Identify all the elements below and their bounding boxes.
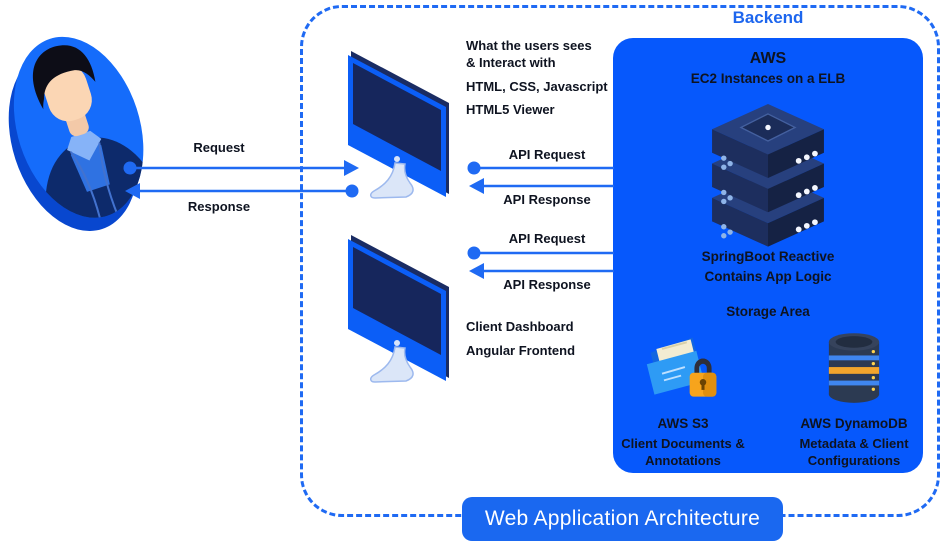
api-response-label-2: API Response [503, 277, 591, 292]
frontend-note-line1: What the users sees [466, 38, 592, 53]
api-request-label-1: API Request [508, 147, 586, 162]
frontend-viewer-label: HTML5 Viewer [466, 102, 555, 117]
response-label: Response [187, 199, 251, 214]
dynamodb-desc-line1: Metadata & Client [799, 436, 909, 451]
backend-box: AWS EC2 Instances on a ELB [613, 38, 923, 473]
frontend-stack-label: HTML, CSS, Javascript [466, 79, 608, 94]
server-stack-icon [712, 104, 824, 247]
diagram-title: Web Application Architecture [484, 507, 761, 530]
dynamodb-storage-group: AWS DynamoDB Metadata & Client Configura… [785, 328, 923, 469]
s3-desc-line1: Client Documents & [621, 436, 745, 451]
s3-desc-line2: Annotations [645, 453, 721, 468]
client-dashboard-label: Client Dashboard [466, 319, 574, 334]
dynamodb-desc-line2: Configurations [807, 453, 901, 468]
dynamodb-name: AWS DynamoDB [800, 416, 908, 431]
diagram-title-bar: Web Application Architecture [462, 497, 783, 541]
storage-area-title: Storage Area [726, 304, 810, 319]
user-avatar-icon [8, 36, 154, 232]
s3-name: AWS S3 [657, 416, 709, 431]
request-label: Request [193, 140, 245, 155]
s3-storage-group: AWS S3 Client Documents & Annotations [613, 328, 753, 469]
s3-folder-lock-icon [646, 337, 717, 397]
api-response-label-1: API Response [503, 192, 591, 207]
frontend-note-line2: & Interact with [466, 55, 556, 70]
api-request-label-2: API Request [508, 231, 586, 246]
monitor-icon-top [348, 51, 449, 199]
aws-subtitle: EC2 Instances on a ELB [690, 71, 846, 86]
monitor-icon-bottom [348, 235, 449, 383]
dynamodb-database-icon [828, 333, 880, 403]
angular-frontend-label: Angular Frontend [466, 343, 576, 358]
app-name: SpringBoot Reactive [701, 249, 835, 264]
aws-title: AWS [749, 50, 787, 67]
app-desc: Contains App Logic [704, 269, 832, 284]
backend-title: Backend [732, 8, 804, 27]
